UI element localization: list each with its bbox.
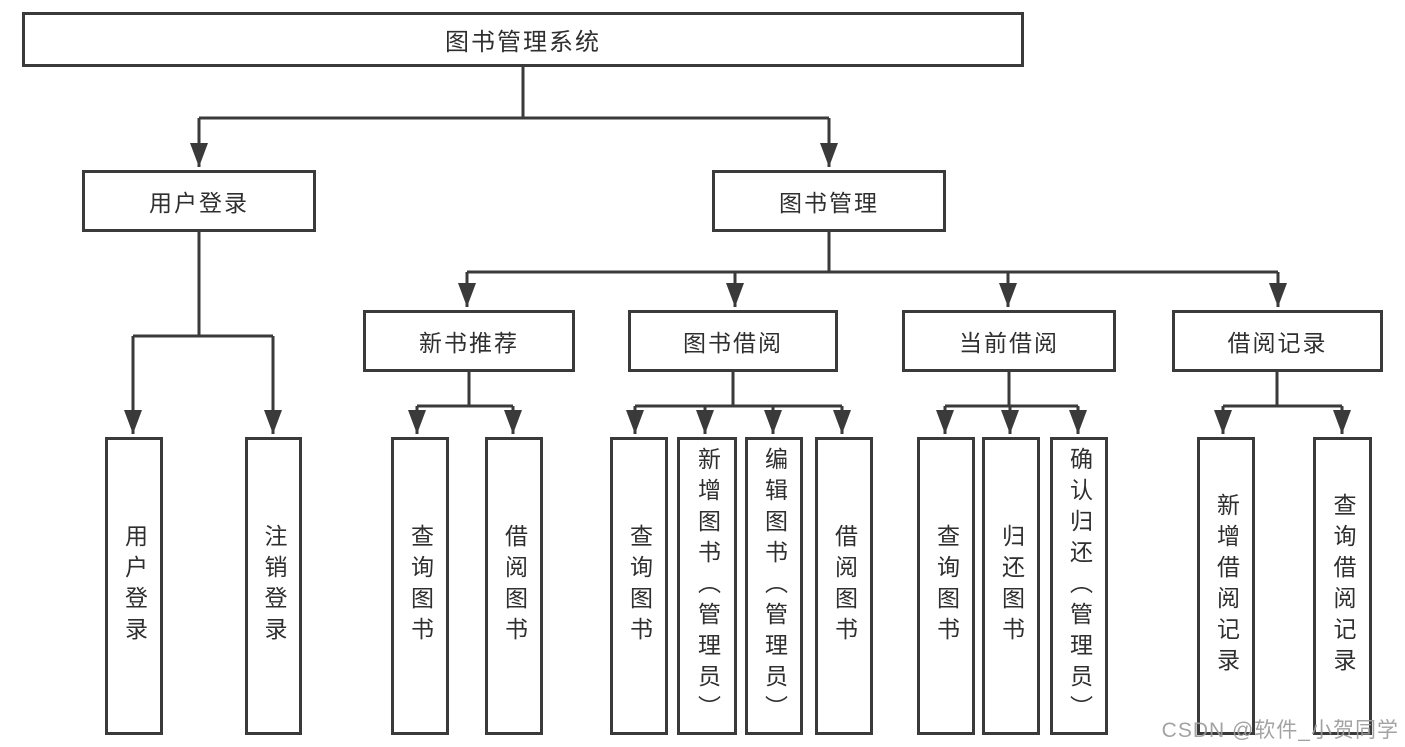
leaf-query-borrow-record: 查询借阅记录 — [1313, 437, 1372, 735]
node-label: 借阅图书 — [831, 524, 858, 648]
node-book-management: 图书管理 — [712, 170, 946, 232]
node-borrow-records: 借阅记录 — [1172, 310, 1383, 372]
node-new-book-recommend: 新书推荐 — [363, 310, 575, 372]
leaf-add-borrow-record: 新增借阅记录 — [1197, 437, 1255, 735]
node-label: 用户登录 — [149, 190, 249, 216]
node-label: 编辑图书（管理员） — [761, 446, 788, 726]
connector-book-borrow-children — [626, 372, 851, 434]
leaf-logout-login: 注销登录 — [245, 437, 302, 735]
node-book-borrow: 图书借阅 — [628, 310, 838, 372]
node-label: 当前借阅 — [959, 330, 1059, 356]
node-current-borrow: 当前借阅 — [902, 310, 1116, 372]
leaf-edit-book-admin: 编辑图书（管理员） — [745, 437, 803, 735]
connector-new-book-recommend-children — [408, 372, 522, 434]
node-label: 新书推荐 — [419, 330, 519, 356]
connector-current-borrow-children — [936, 372, 1087, 434]
connector-borrow-records-children — [1214, 372, 1351, 434]
node-user-login: 用户登录 — [82, 170, 316, 232]
connector-user-login-children — [124, 232, 282, 434]
node-label: 确认归还（管理员） — [1066, 446, 1093, 726]
node-label: 新增图书（管理员） — [694, 446, 721, 726]
leaf-confirm-return-admin: 确认归还（管理员） — [1050, 437, 1108, 735]
node-label: 注销登录 — [261, 524, 287, 648]
node-label: 图书管理系统 — [445, 29, 601, 56]
csdn-watermark: CSDN @软件_小贺同学 — [1161, 719, 1399, 742]
node-root-library-system: 图书管理系统 — [22, 12, 1024, 67]
leaf-query-book-recommend: 查询图书 — [391, 437, 449, 735]
node-label: 查询图书 — [626, 524, 653, 648]
node-label: 借阅图书 — [501, 524, 528, 648]
leaf-user-login: 用户登录 — [105, 437, 163, 735]
leaf-add-book-admin: 新增图书（管理员） — [677, 437, 737, 735]
connector-root-to-level2 — [190, 67, 838, 167]
node-label: 图书管理 — [779, 190, 879, 216]
node-label: 新增借阅记录 — [1213, 493, 1240, 679]
leaf-query-book-borrow: 查询图书 — [610, 437, 668, 735]
node-label: 归还图书 — [998, 524, 1025, 648]
node-label: 查询图书 — [407, 524, 434, 648]
node-label: 查询借阅记录 — [1330, 493, 1356, 679]
node-label: 用户登录 — [121, 524, 148, 648]
leaf-borrow-book: 借阅图书 — [815, 437, 873, 735]
leaf-query-book-current: 查询图书 — [917, 437, 975, 735]
leaf-borrow-book-recommend: 借阅图书 — [485, 437, 543, 735]
connector-book-management-children — [458, 232, 1287, 307]
node-label: 查询图书 — [933, 524, 960, 648]
leaf-return-book: 归还图书 — [982, 437, 1040, 735]
node-label: 图书借阅 — [683, 330, 783, 356]
node-label: 借阅记录 — [1227, 330, 1328, 356]
